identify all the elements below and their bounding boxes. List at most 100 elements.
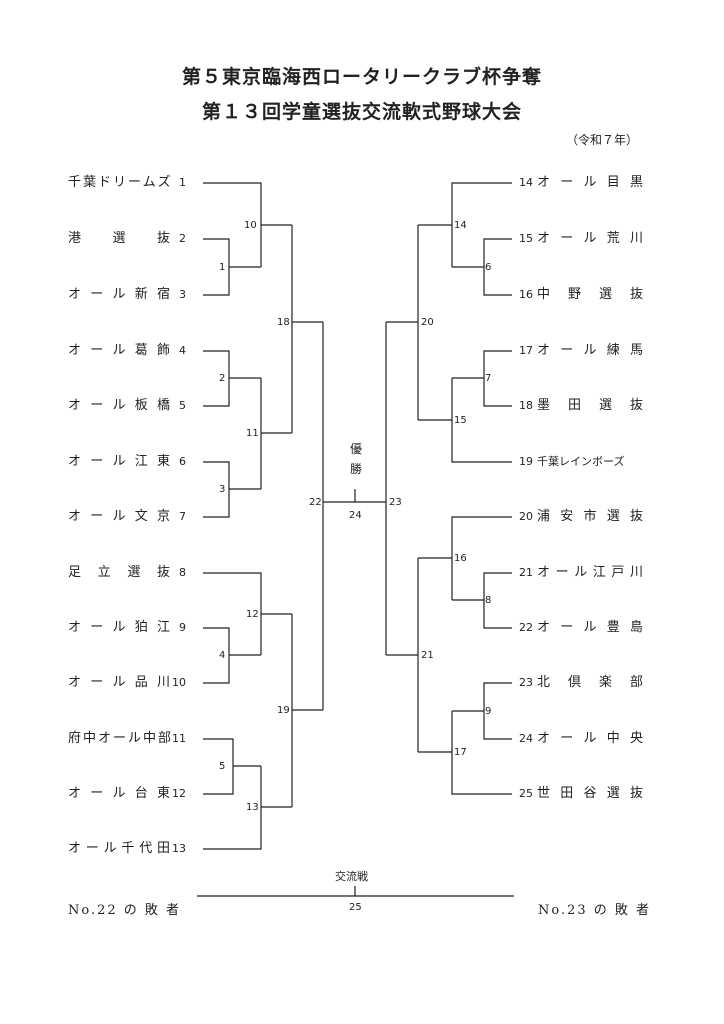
team-name: オール練馬 — [537, 343, 645, 358]
tournament-title-line2: 第１３回学童選抜交流軟式野球大会 — [201, 101, 522, 123]
bracket-g10 — [203, 182, 262, 267]
team-name: 世田谷選抜 — [537, 786, 645, 801]
team-left-9: オール狛江 9 — [68, 620, 186, 636]
bracket-g12 — [203, 572, 262, 655]
team-number: 19 — [519, 455, 533, 468]
game-no-6: 6 — [485, 262, 491, 273]
team-name: 府中オール中部 — [68, 731, 174, 746]
game-no-18: 18 — [277, 317, 290, 328]
team-number: 14 — [519, 176, 533, 189]
team-name: 浦安市選抜 — [537, 509, 645, 524]
team-left-4: オール葛飾 4 — [68, 343, 186, 359]
team-number: 4 — [179, 344, 186, 357]
team-number: 15 — [519, 232, 533, 245]
team-number: 16 — [519, 288, 533, 301]
exchange-right-team: No.23 の 敗 者 — [538, 903, 652, 918]
team-number: 9 — [179, 621, 186, 634]
team-number: 20 — [519, 510, 533, 523]
game-no-23: 23 — [389, 497, 402, 508]
bracket-g5 — [203, 738, 234, 795]
era-label: （令和７年） — [565, 133, 638, 147]
team-number: 7 — [179, 510, 186, 523]
team-number: 8 — [179, 566, 186, 579]
team-number: 18 — [519, 399, 533, 412]
team-number: 1 — [179, 176, 186, 189]
game-no-20: 20 — [421, 317, 434, 328]
game-no-13: 13 — [246, 802, 259, 813]
team-number: 13 — [172, 842, 186, 855]
final-game-no: 24 — [349, 510, 362, 521]
game-no-16: 16 — [454, 553, 467, 564]
team-number: 2 — [179, 232, 186, 245]
game-no-1: 1 — [219, 262, 225, 273]
team-name: オール台東 — [68, 786, 172, 801]
team-left-3: オール新宿 3 — [68, 287, 186, 303]
team-number: 6 — [179, 455, 186, 468]
team-name: オール葛飾 — [68, 343, 172, 358]
team-left-8: 足立選抜 8 — [68, 565, 186, 581]
team-name: 千葉レインボーズ — [537, 455, 625, 468]
team-name: 中野選抜 — [537, 287, 645, 302]
team-left-2: 港 選 抜 2 — [68, 231, 186, 247]
game-no-8: 8 — [485, 595, 491, 606]
game-no-22: 22 — [309, 497, 322, 508]
game-no-14: 14 — [454, 220, 467, 231]
team-number: 23 — [519, 676, 533, 689]
team-name: 足立選抜 — [68, 565, 172, 580]
team-name: オール品川 — [68, 675, 172, 690]
team-number: 3 — [179, 288, 186, 301]
game-no-9: 9 — [485, 706, 491, 717]
team-name: オール江東 — [68, 454, 172, 469]
team-number: 17 — [519, 344, 533, 357]
team-name: 北倶楽部 — [537, 675, 645, 690]
exchange-label: 交流戦 — [335, 870, 368, 883]
team-name: オール豊島 — [537, 620, 645, 635]
team-left-6: オール江東 6 — [68, 454, 186, 470]
team-name: オール狛江 — [68, 620, 172, 635]
game-no-21: 21 — [421, 650, 434, 661]
team-name: オール文京 — [68, 509, 172, 524]
bracket-g16 — [451, 516, 512, 600]
game-no-15: 15 — [454, 415, 467, 426]
team-left-7: オール文京 7 — [68, 509, 186, 525]
team-name: オール板橋 — [68, 398, 172, 413]
game-no-12: 12 — [246, 609, 259, 620]
game-no-11: 11 — [246, 428, 259, 439]
team-name: 墨田選抜 — [537, 398, 645, 413]
tournament-title-line1: 第５東京臨海西ロータリークラブ杯争奪 — [181, 66, 542, 88]
bracket-g14 — [451, 182, 512, 267]
bracket-g15 — [451, 378, 512, 463]
team-number: 11 — [172, 732, 186, 745]
bracket-g13 — [203, 766, 262, 850]
team-left-1: 千葉ドリームズ 1 — [68, 175, 186, 191]
game-no-3: 3 — [219, 484, 225, 495]
game-no-2: 2 — [219, 373, 225, 384]
exchange-left-team: No.22 の 敗 者 — [68, 903, 182, 918]
game-no-4: 4 — [219, 650, 225, 661]
team-name: 港 選 抜 — [68, 231, 172, 246]
team-name: オール中央 — [537, 731, 645, 746]
team-number: 22 — [519, 621, 533, 634]
team-number: 10 — [172, 676, 186, 689]
team-number: 21 — [519, 566, 533, 579]
champion-label: 優勝 — [349, 442, 362, 476]
team-name: 千葉ドリームズ — [68, 175, 173, 190]
game-no-17: 17 — [454, 747, 467, 758]
team-number: 25 — [519, 787, 533, 800]
game-no-19: 19 — [277, 705, 290, 716]
team-name: オール荒川 — [537, 231, 645, 246]
bracket-g17 — [451, 711, 512, 795]
game-no-7: 7 — [485, 373, 491, 384]
team-name: オール目黒 — [537, 175, 645, 190]
exchange-game-no: 25 — [349, 902, 362, 913]
team-name: オール新宿 — [68, 287, 172, 302]
game-no-5: 5 — [219, 761, 225, 772]
team-number: 12 — [172, 787, 186, 800]
team-number: 24 — [519, 732, 533, 745]
